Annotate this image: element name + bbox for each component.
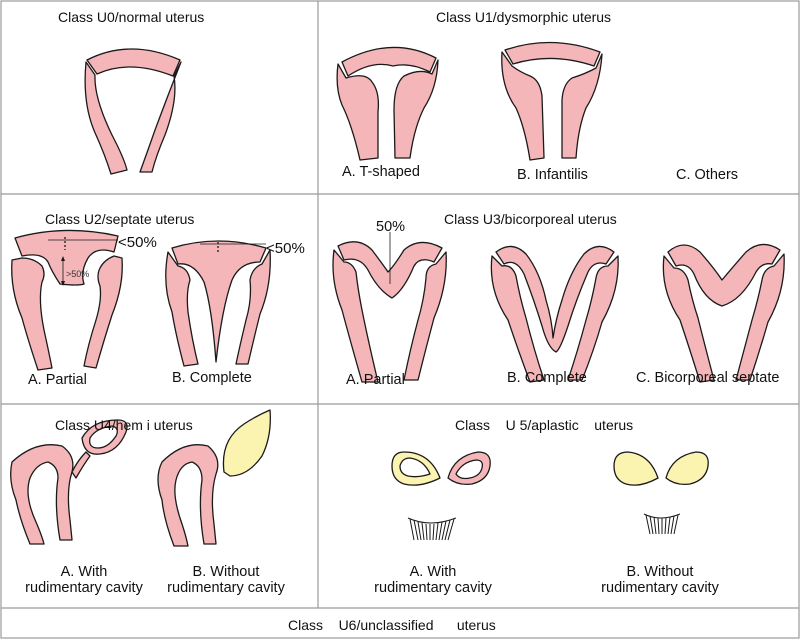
u0-normal-uterus-drawing xyxy=(84,48,182,175)
u5a-cervix-remnant xyxy=(407,517,457,541)
u1-title: Class U1/dysmorphic uterus xyxy=(436,9,612,25)
u6-title: Class U6/unclassified uterus xyxy=(288,617,496,633)
u1a-fundus xyxy=(341,46,437,77)
u4a-label-line2: rudimentary cavity xyxy=(25,580,143,596)
u3c-right-wall xyxy=(735,253,785,381)
u3a-partial-bicorporeal-drawing xyxy=(332,232,447,383)
u1a-t-shaped-drawing xyxy=(336,46,439,161)
u1c-label: C. Others xyxy=(676,167,739,183)
u5a-right-cavity-inner xyxy=(455,459,484,480)
u1a-left-wall xyxy=(336,63,380,161)
u1b-label: B. Infantilis xyxy=(517,167,588,183)
u1b-right-wall xyxy=(561,53,603,159)
u5-title: Class U 5/aplastic uterus xyxy=(455,417,634,433)
u0-right-wall xyxy=(139,61,182,173)
u1b-fundus xyxy=(504,41,601,67)
u5a-label-line2: rudimentary cavity xyxy=(374,580,492,596)
u5b-label-line2: rudimentary cavity xyxy=(601,580,719,596)
u5a-aplastic-with-cavity-drawing xyxy=(391,451,491,541)
u2b-left-wall xyxy=(165,251,199,367)
u3a-right-wall xyxy=(403,251,447,381)
u5b-right-remnant xyxy=(665,451,709,486)
u3c-left-wall xyxy=(662,255,715,383)
u4b-label-line2: rudimentary cavity xyxy=(167,580,285,596)
u1b-left-wall xyxy=(501,51,545,161)
u2b-label: B. Complete xyxy=(172,370,252,386)
u3a-pct-label: 50% xyxy=(376,219,406,235)
u3b-left-wall xyxy=(490,255,545,383)
u3c-label: C. Bicorporeal septate xyxy=(636,370,780,386)
u2a-fundus-septum xyxy=(14,229,119,286)
u2a-gt50-label: >50% xyxy=(66,269,90,279)
u3a-label: A. Partial xyxy=(346,372,405,388)
u2b-lt50-label: <50% xyxy=(266,240,305,257)
u0-title: Class U0/normal uterus xyxy=(58,9,205,25)
u4a-cavity-inner xyxy=(89,425,118,449)
u4-title: Class U4/hem i uterus xyxy=(55,417,193,433)
u2a-lt50-label: <50% xyxy=(118,234,157,251)
u3-title: Class U3/bicorporeal uterus xyxy=(444,211,617,227)
u2b-right-wall xyxy=(235,249,271,365)
u4b-hemi-without-cavity-drawing xyxy=(157,409,271,547)
u5b-label-line1: B. Without xyxy=(626,564,694,580)
u3b-right-wall xyxy=(567,255,619,381)
u3c-bicorporeal-septate-drawing xyxy=(662,243,785,383)
u2a-label: A. Partial xyxy=(28,372,87,388)
u0-fundus xyxy=(86,48,181,77)
u5b-cervix-remnant xyxy=(643,513,681,535)
u3b-body xyxy=(495,245,615,353)
u2a-right-wall xyxy=(83,255,123,369)
u4a-uterus-horn xyxy=(10,444,74,545)
u4a-label-line1: A. With xyxy=(60,564,108,580)
u2a-partial-septate-drawing xyxy=(11,229,123,371)
u3a-left-wall xyxy=(332,249,379,383)
u4a-hemi-with-cavity-drawing xyxy=(10,419,128,545)
u2b-complete-septate-drawing xyxy=(165,240,271,367)
u5a-left-cavity-inner xyxy=(399,457,431,478)
u2-title: Class U2/septate uterus xyxy=(45,211,195,227)
u0-left-wall xyxy=(84,61,128,175)
u5b-left-remnant xyxy=(613,451,659,486)
u5a-label-line1: A. With xyxy=(409,564,457,580)
u1a-right-wall xyxy=(393,59,439,159)
u4a-connector xyxy=(71,451,91,479)
u4b-rudimentary-horn xyxy=(222,409,271,477)
u2b-fundus-septum xyxy=(171,240,267,363)
u2a-left-wall xyxy=(11,257,53,371)
u3b-label: B. Complete xyxy=(507,370,587,386)
u3c-fundus xyxy=(667,243,781,307)
u5b-aplastic-without-cavity-drawing xyxy=(613,451,709,535)
u4b-label-line1: B. Without xyxy=(192,564,260,580)
u1b-infantilis-drawing xyxy=(501,41,603,161)
u1a-label: A. T-shaped xyxy=(342,164,420,180)
u4b-uterus-horn xyxy=(157,444,219,547)
u3b-complete-bicorporeal-drawing xyxy=(490,245,619,383)
